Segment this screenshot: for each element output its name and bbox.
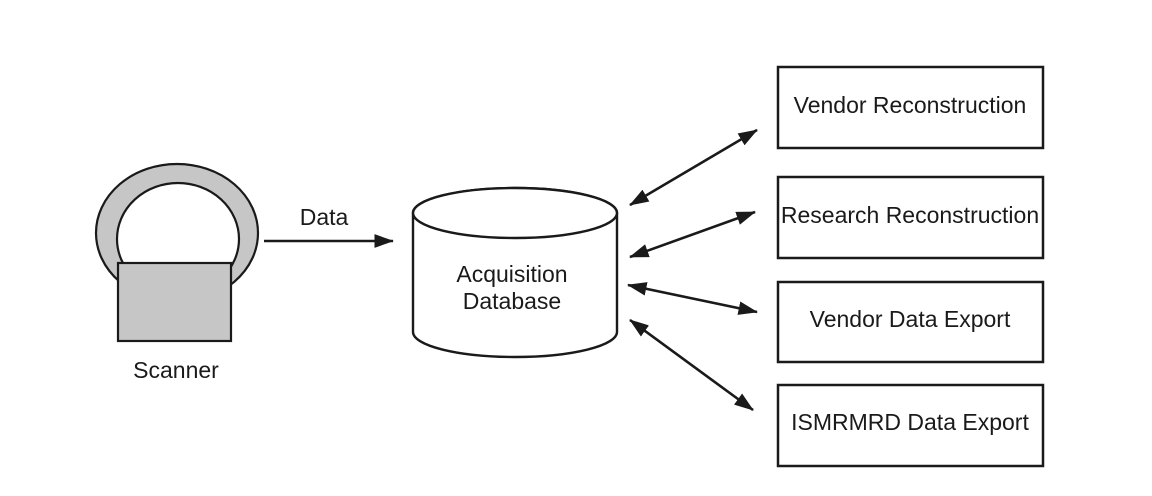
- database-node: Acquisition Database: [411, 186, 619, 359]
- target-boxes: Vendor Reconstruction Research Reconstru…: [776, 65, 1045, 468]
- scanner-node: Scanner: [94, 162, 260, 383]
- scanner-bed: [116, 261, 233, 343]
- database-label-line1: Acquisition: [456, 261, 567, 287]
- box-vendor-reconstruction: Vendor Reconstruction: [776, 65, 1045, 150]
- scanner-label: Scanner: [133, 357, 219, 383]
- box-ismrmrd-data-export-label: ISMRMRD Data Export: [791, 409, 1029, 435]
- arrow-ismrmrd-data-export: [629, 318, 754, 412]
- data-arrow-label: Data: [300, 204, 349, 230]
- database-label-line2: Database: [463, 288, 561, 314]
- box-research-reconstruction-rect: [776, 175, 1045, 260]
- box-vendor-data-export-rect: [776, 280, 1045, 364]
- box-vendor-reconstruction-label: Vendor Reconstruction: [794, 92, 1027, 118]
- box-research-reconstruction-label: Research Reconstruction: [781, 202, 1039, 228]
- database-cylinder-top: [411, 186, 619, 240]
- database-target-arrows: [627, 128, 758, 412]
- box-vendor-data-export-label: Vendor Data Export: [810, 306, 1011, 332]
- box-ismrmrd-data-export-rect: [776, 383, 1045, 468]
- box-research-reconstruction: Research Reconstruction: [776, 175, 1045, 260]
- arrow-vendor-reconstruction: [629, 128, 758, 207]
- arrow-vendor-data-export: [627, 282, 758, 315]
- box-vendor-reconstruction-rect: [776, 65, 1045, 150]
- arrow-research-reconstruction: [629, 210, 756, 259]
- data-flow-arrow: Data: [264, 204, 394, 248]
- box-vendor-data-export: Vendor Data Export: [776, 280, 1045, 364]
- box-ismrmrd-data-export: ISMRMRD Data Export: [776, 383, 1045, 468]
